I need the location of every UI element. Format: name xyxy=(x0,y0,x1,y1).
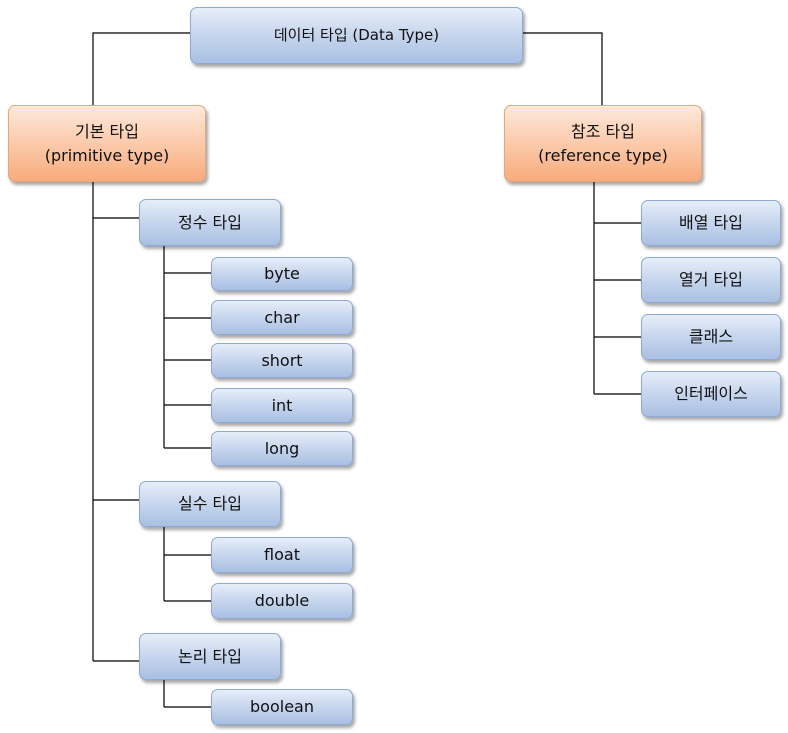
logical-type-node: 논리 타입 xyxy=(139,633,281,680)
leaf-node-enum-type: 열거 타입 xyxy=(641,257,781,303)
leaf-label: 인터페이스 xyxy=(674,384,748,404)
leaf-node-byte: byte xyxy=(211,257,353,291)
root-node-data-type: 데이터 타입 (Data Type) xyxy=(190,7,523,64)
reference-type-node: 참조 타입 (reference type) xyxy=(504,105,702,182)
leaf-node-interface: 인터페이스 xyxy=(641,371,781,417)
leaf-label: double xyxy=(254,591,310,611)
integer-type-node: 정수 타입 xyxy=(139,199,281,246)
float-type-label: 실수 타입 xyxy=(178,494,242,514)
leaf-node-double: double xyxy=(211,583,353,619)
leaf-node-float: float xyxy=(211,537,353,573)
logical-type-label: 논리 타입 xyxy=(178,646,242,666)
leaf-label: int xyxy=(271,395,293,415)
leaf-label: boolean xyxy=(250,697,314,717)
leaf-label: 클래스 xyxy=(688,327,734,347)
leaf-node-class: 클래스 xyxy=(641,314,781,360)
leaf-node-array-type: 배열 타입 xyxy=(641,200,781,246)
leaf-node-long: long xyxy=(211,431,353,466)
reference-type-label-en: (reference type) xyxy=(538,145,668,165)
leaf-label: 배열 타입 xyxy=(679,213,743,233)
leaf-node-boolean: boolean xyxy=(211,689,353,725)
leaf-label: long xyxy=(264,438,300,458)
leaf-label: short xyxy=(261,350,303,370)
leaf-label: byte xyxy=(264,264,300,284)
leaf-label: float xyxy=(264,545,300,565)
primitive-type-node: 기본 타입 (primitive type) xyxy=(8,105,206,182)
leaf-node-int: int xyxy=(211,388,353,423)
reference-type-label-ko: 참조 타입 xyxy=(571,122,635,142)
root-node-label: 데이터 타입 (Data Type) xyxy=(273,25,440,44)
integer-type-label: 정수 타입 xyxy=(178,212,242,232)
leaf-node-char: char xyxy=(211,300,353,335)
leaf-label: 열거 타입 xyxy=(679,270,743,290)
leaf-node-short: short xyxy=(211,343,353,378)
primitive-type-label-ko: 기본 타입 xyxy=(75,122,139,142)
leaf-label: char xyxy=(264,307,300,327)
primitive-type-label-en: (primitive type) xyxy=(44,145,170,165)
float-type-node: 실수 타입 xyxy=(139,481,281,527)
